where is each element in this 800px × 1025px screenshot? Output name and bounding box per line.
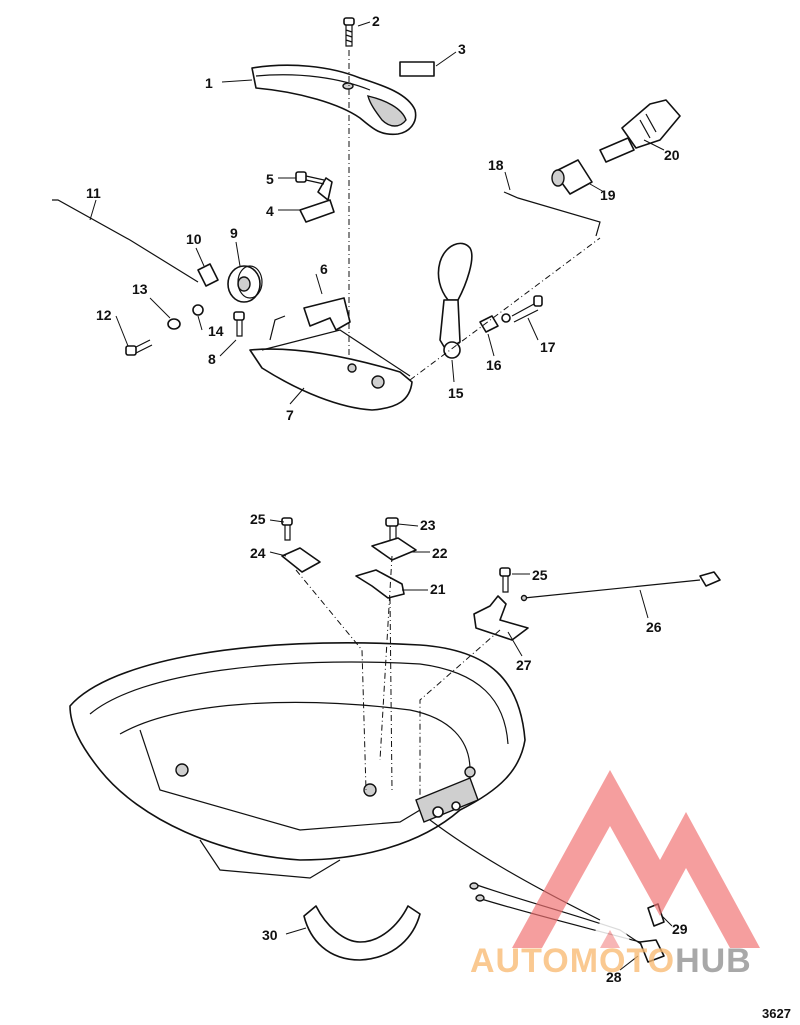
watermark-text-hub: HUB <box>675 942 752 980</box>
part-14-nut <box>192 304 204 316</box>
part-10-clip <box>197 263 219 287</box>
bottom-cowl <box>69 642 526 879</box>
part-20-switch <box>599 99 681 163</box>
part-8-screw <box>233 311 245 337</box>
callout-3: 3 <box>458 41 466 57</box>
callout-27: 27 <box>516 657 532 673</box>
callout-4: 4 <box>266 203 274 219</box>
callout-9: 9 <box>230 225 238 241</box>
callout-12: 12 <box>96 307 112 323</box>
callout-21: 21 <box>430 581 446 597</box>
part-18-rod <box>503 191 601 237</box>
part-26-cable <box>520 571 721 602</box>
part-25b-screw <box>499 567 511 593</box>
callout-labels: 1 2 3 4 5 6 7 8 9 10 11 12 13 14 15 16 1… <box>86 13 688 985</box>
leader-lines <box>89 21 673 971</box>
callout-26: 26 <box>646 619 662 635</box>
part-7-housing <box>249 315 413 411</box>
callout-18: 18 <box>488 157 504 173</box>
part-17-screw <box>501 295 543 323</box>
part-5-screw <box>295 171 325 185</box>
part-19-cap <box>551 159 593 195</box>
callout-1: 1 <box>205 75 213 91</box>
callout-5: 5 <box>266 171 274 187</box>
callout-20: 20 <box>664 147 680 163</box>
part-30-strap <box>303 905 421 961</box>
callout-19: 19 <box>600 187 616 203</box>
part-11-rod <box>52 199 199 283</box>
callout-29: 29 <box>672 921 688 937</box>
reference-number: 3627 <box>762 1006 791 1021</box>
part-1-cover <box>251 64 417 136</box>
part-13-washer <box>167 318 181 330</box>
callout-15: 15 <box>448 385 464 401</box>
callout-11: 11 <box>86 185 101 201</box>
callout-7: 7 <box>286 407 294 423</box>
watermark-text-automoto: AUTOMOTO <box>470 942 675 980</box>
part-25a-screw <box>281 517 293 541</box>
part-12-screw <box>125 339 153 356</box>
watermark-text: AUTOMOTOHUB <box>470 942 752 980</box>
part-9-knob <box>227 265 263 303</box>
part-21-bracket <box>355 569 405 599</box>
callout-30: 30 <box>262 927 278 943</box>
part-2-screw <box>343 17 355 47</box>
part-6-plate <box>303 297 351 331</box>
callout-10: 10 <box>186 231 202 247</box>
callout-14: 14 <box>208 323 224 339</box>
part-24-plate <box>281 547 321 573</box>
part-3-decal <box>399 61 435 77</box>
callout-22: 22 <box>432 545 448 561</box>
part-22-plate <box>371 537 417 561</box>
callout-8: 8 <box>208 351 216 367</box>
callout-17: 17 <box>540 339 556 355</box>
watermark-logo: AUTOMOTOHUB <box>470 770 760 980</box>
callout-25b: 25 <box>532 567 548 583</box>
callout-23: 23 <box>420 517 436 533</box>
callout-13: 13 <box>132 281 148 297</box>
callout-28: 28 <box>606 969 622 985</box>
callout-25a: 25 <box>250 511 266 527</box>
callout-16: 16 <box>486 357 502 373</box>
part-16-bushing <box>479 315 499 333</box>
part-27-bracket <box>473 595 529 641</box>
alignment-lines <box>295 50 601 800</box>
part-15-handle <box>437 242 473 359</box>
callout-6: 6 <box>320 261 328 277</box>
watermark-logo-mark <box>512 770 760 948</box>
callout-24: 24 <box>250 545 266 561</box>
callout-2: 2 <box>372 13 380 29</box>
part-4-bracket <box>299 177 335 223</box>
